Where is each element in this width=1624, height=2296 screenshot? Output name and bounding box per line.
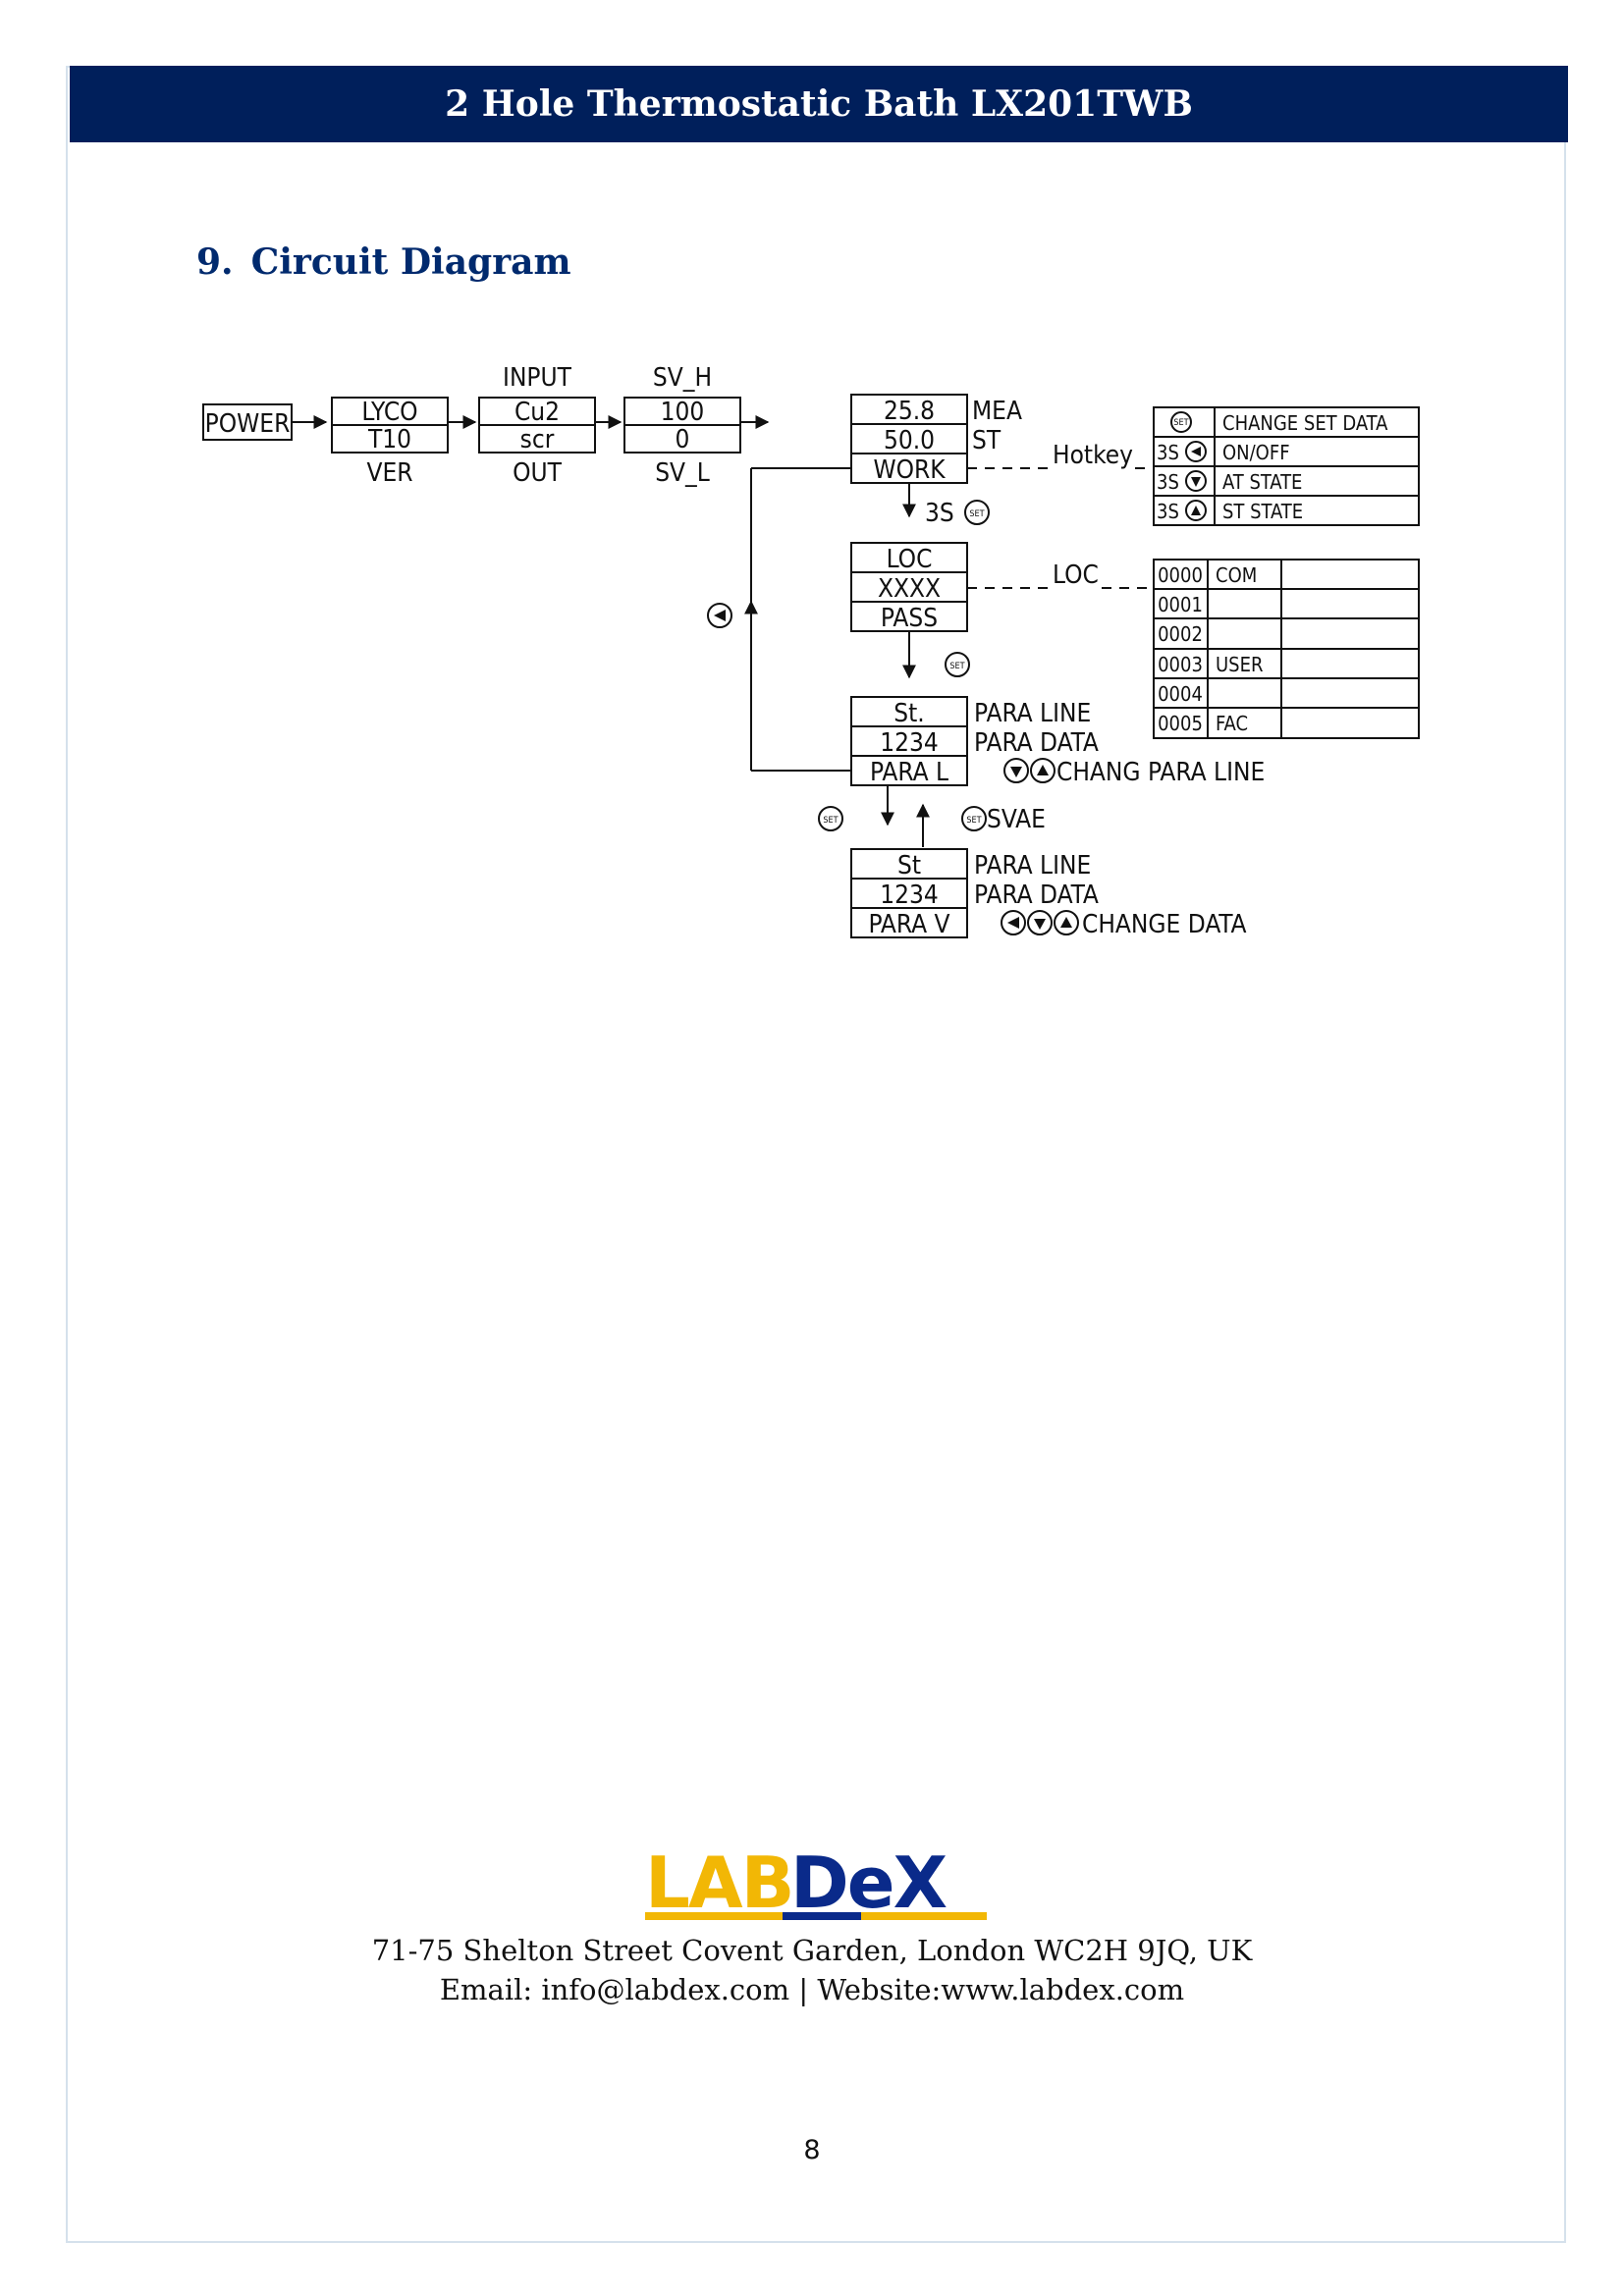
box3-above: SV_H	[653, 363, 712, 393]
loc-code-3: 0003	[1158, 653, 1203, 676]
box1-below: VER	[366, 458, 412, 488]
set-icon	[945, 652, 970, 677]
paral-hint: CHANG PARA LINE	[1056, 758, 1265, 787]
parav-side-line: PARA LINE	[974, 851, 1091, 881]
set-icon	[964, 500, 990, 525]
left-arrow-icon	[1001, 910, 1026, 935]
hotkey-prefix-3: 3S	[1157, 470, 1179, 494]
work-row-1: 25.8	[884, 397, 935, 426]
loc-name-3: USER	[1216, 653, 1263, 676]
logo-underline	[645, 1912, 783, 1920]
box3-top: 100	[661, 398, 705, 427]
svg-text:SET: SET	[823, 816, 838, 826]
loc-row-2: XXXX	[878, 574, 941, 604]
circuit-diagram: SET SET SET SET SET POWER LYCO T10 VER I…	[202, 363, 1420, 939]
hotkey-prefix-4: 3S	[1157, 500, 1179, 523]
svg-text:SET: SET	[966, 816, 981, 826]
set-icon	[818, 806, 843, 831]
section-heading: 9. Circuit Diagram	[196, 241, 571, 283]
document-header: 2 Hole Thermostatic Bath LX201TWB	[70, 66, 1568, 142]
parav-side-data: PARA DATA	[974, 881, 1099, 910]
section-number: 9.	[196, 241, 234, 283]
power-label: POWER	[205, 409, 291, 439]
loc-name-5: FAC	[1216, 712, 1248, 735]
parav-row-1: St	[897, 851, 921, 881]
work-row-2: 50.0	[884, 426, 935, 455]
labdex-logo: LAB DeX	[645, 1842, 987, 1924]
paral-side-line: PARA LINE	[974, 699, 1091, 728]
paral-box	[850, 696, 968, 786]
down-arrow-icon	[1185, 470, 1207, 492]
logo-underline	[783, 1912, 861, 1920]
down-arrow-icon	[1027, 910, 1053, 935]
hotkey-label: Hotkey	[1053, 441, 1133, 470]
up-arrow-icon	[1185, 500, 1207, 521]
work-side-st: ST	[972, 426, 1001, 455]
set-icon	[961, 806, 987, 831]
section-title: Circuit Diagram	[250, 241, 571, 283]
loc-label: LOC	[1053, 561, 1099, 590]
box3-bottom: 0	[676, 425, 690, 454]
left-arrow-icon	[707, 603, 732, 628]
up-arrow-icon	[1054, 910, 1079, 935]
box2-above: INPUT	[503, 363, 572, 393]
set-icon	[1170, 411, 1192, 433]
paral-row-3: PARA L	[870, 758, 948, 787]
box2-top: Cu2	[514, 398, 560, 427]
loc-name-0: COM	[1216, 563, 1257, 587]
down-arrow-icon	[1003, 758, 1029, 783]
hotkey-prefix-2: 3S	[1157, 441, 1179, 464]
logo-dex: DeX	[790, 1842, 947, 1924]
svae-label: SVAE	[987, 805, 1046, 834]
svg-text:SET: SET	[1173, 418, 1188, 428]
up-arrow-icon	[1030, 758, 1056, 783]
box2-below: OUT	[513, 458, 563, 488]
header-title: 2 Hole Thermostatic Bath LX201TWB	[445, 83, 1193, 125]
page-number: 8	[803, 2135, 821, 2165]
loc-code-5: 0005	[1158, 712, 1203, 735]
hotkey-desc-2: ON/OFF	[1222, 441, 1290, 464]
footer-contact: Email: info@labdex.com | Website:www.lab…	[439, 1973, 1185, 2006]
parav-row-2: 1234	[880, 881, 939, 910]
hotkey-desc-3: AT STATE	[1222, 470, 1302, 494]
svg-text:SET: SET	[949, 662, 964, 671]
loc-code-1: 0001	[1158, 593, 1203, 616]
box3-below: SV_L	[655, 458, 710, 488]
paral-side-data: PARA DATA	[974, 728, 1099, 758]
work-row-3: WORK	[873, 455, 946, 485]
paral-row-1: St.	[893, 699, 924, 728]
loc-row-3: PASS	[881, 604, 938, 633]
hotkey-desc-4: ST STATE	[1222, 500, 1303, 523]
parav-row-3: PARA V	[868, 910, 949, 939]
logo-underline	[861, 1912, 987, 1920]
parav-box	[850, 848, 968, 938]
parav-hint: CHANGE DATA	[1082, 910, 1247, 939]
footer-address: 71-75 Shelton Street Covent Garden, Lond…	[371, 1934, 1253, 1967]
to-loc-label: 3S	[925, 499, 954, 528]
loc-code-4: 0004	[1158, 682, 1203, 706]
loc-row-1: LOC	[887, 545, 933, 574]
hotkey-desc-1: CHANGE SET DATA	[1222, 411, 1388, 435]
loc-code-2: 0002	[1158, 622, 1203, 646]
svg-text:SET: SET	[969, 509, 984, 519]
left-arrow-icon	[1185, 441, 1207, 462]
paral-row-2: 1234	[880, 728, 939, 758]
box2-bottom: scr	[520, 425, 555, 454]
loc-code-0: 0000	[1158, 563, 1203, 587]
box1-bottom: T10	[367, 425, 411, 454]
box1-top: LYCO	[361, 398, 417, 427]
work-side-mea: MEA	[972, 397, 1022, 426]
logo-lab: LAB	[645, 1842, 794, 1924]
